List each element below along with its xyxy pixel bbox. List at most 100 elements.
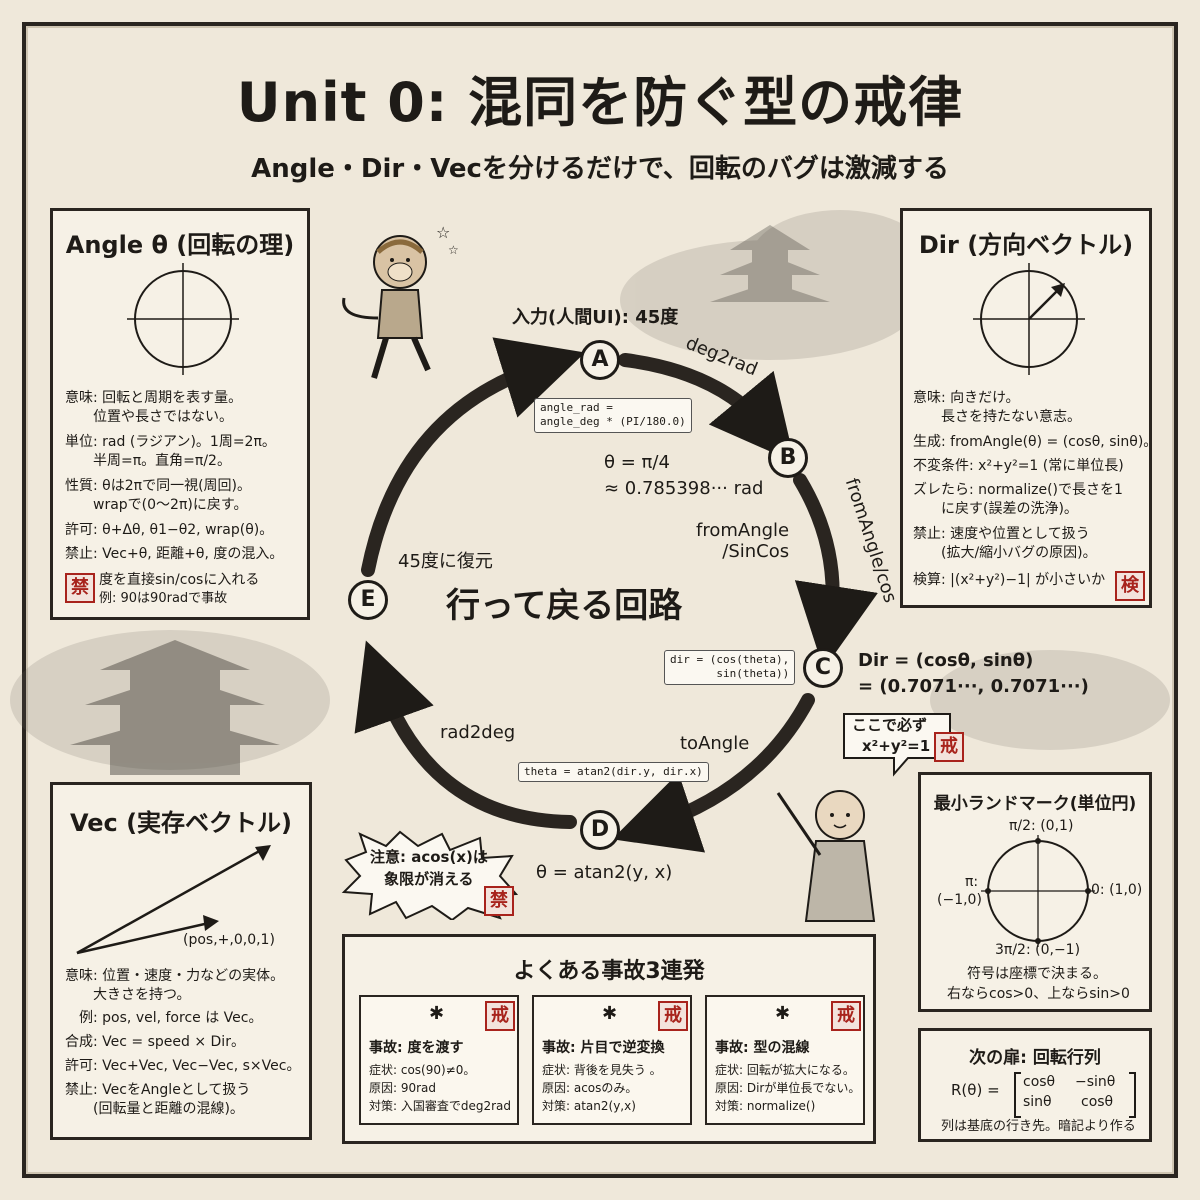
landmark-right: 0: (1,0) — [1091, 882, 1143, 898]
accident-name-1: 事故: 度を渡す — [369, 1040, 464, 1056]
matrix-lhs: R(θ) = — [951, 1081, 1000, 1099]
monk-seal: 戒 — [934, 732, 964, 762]
vec-line-5: 許可: Vec+Vec, Vec−Vec, s×Vec。 — [65, 1058, 301, 1074]
bug-icon: ✱ — [429, 1003, 445, 1024]
accident-symptom-2: 症状: 背後を見失う 。 — [542, 1063, 662, 1077]
accident-symptom-3: 症状: 回転が拡大になる。 — [715, 1063, 855, 1077]
bug-icon: ✱ — [775, 1003, 791, 1024]
accident-fix-3: 対策: normalize() — [715, 1099, 816, 1113]
cycle-center-label: 行って戻る回路 — [446, 586, 683, 626]
node-a: A — [580, 340, 620, 380]
cycle-input-label: 入力(人間UI): 45度 — [512, 307, 679, 328]
monk-character-icon — [776, 790, 876, 922]
page-frame — [22, 22, 1178, 1178]
code-a: angle_rad = angle_deg * (PI/180.0) — [534, 398, 692, 433]
landmark-note-1: 符号は座標で決まる。 — [967, 966, 1107, 982]
node-c: C — [803, 648, 843, 688]
bug-icon: ✱ — [602, 1003, 618, 1024]
arrow-a-to-b — [618, 353, 795, 463]
matrix-m21: sinθ — [1023, 1094, 1052, 1110]
dir-panel: Dir (方向ベクトル) 意味: 向きだけ。 長さを持たない意志。 生成: fr… — [900, 208, 1157, 608]
e-value: 45度に復元 — [398, 551, 493, 572]
monk-speech-bubble — [843, 713, 951, 777]
dir-line-4: 不変条件: x²+y²=1 (常に単位長) — [913, 458, 1124, 474]
monkey-character-icon: ☆ ☆ — [342, 223, 459, 379]
accident-card-2: ✱ 戒 事故: 片目で逆変換 症状: 背後を見失う 。 原因: acosのみ。 … — [532, 995, 692, 1125]
accident-card-1: ✱ 戒 事故: 度を渡す 症状: cos(90)≠0。 原因: 90rad 対策… — [359, 995, 519, 1125]
dir-line-9: 検算: |(x²+y²)−1| が小さいか — [913, 572, 1106, 588]
code-d: theta = atan2(dir.y, dir.x) — [518, 762, 709, 783]
angle-line-8: 禁止: Vec+θ, 距離+θ, 度の混入。 — [65, 546, 284, 562]
dir-circle-arrow-icon — [973, 263, 1085, 375]
vec-line-6: 禁止: VecをAngleとして扱う — [65, 1082, 251, 1098]
accident-symptom-1: 症状: cos(90)≠0。 — [369, 1063, 476, 1077]
d-value: θ = atan2(y, x) — [536, 862, 673, 883]
accident-cause-2: 原因: acosのみ。 — [542, 1081, 638, 1095]
vec-panel-title: Vec (実存ベクトル) — [69, 809, 293, 837]
angle-forbid-seal: 禁 — [65, 573, 95, 603]
landmark-note-2: 右ならcos>0、上ならsin>0 — [947, 986, 1130, 1002]
svg-text:☆: ☆ — [436, 223, 450, 242]
accident-fix-1: 対策: 入国審査でdeg2rad — [369, 1099, 512, 1113]
dir-line-5: ズレたら: normalize()で長さを1 — [913, 482, 1123, 498]
node-b: B — [768, 438, 808, 478]
accident-name-3: 事故: 型の混線 — [715, 1040, 810, 1056]
landmark-left-2: (−1,0) — [937, 892, 982, 908]
next-panel: 次の扉: 回転行列 R(θ) = cosθ −sinθ sinθ cosθ 列は… — [918, 1028, 1152, 1142]
warning-line-2: 象限が消える — [384, 870, 474, 888]
landmark-title: 最小ランドマーク(単位円) — [933, 794, 1137, 814]
accident-cause-3: 原因: Dirが単位長でない。 — [715, 1081, 861, 1095]
next-note: 列は基底の行き先。暗記より作る — [941, 1119, 1136, 1134]
dir-line-8: (拡大/縮小バグの原因)。 — [913, 545, 1097, 561]
accident-fix-2: 対策: atan2(y,x) — [542, 1099, 636, 1113]
vec-line-4: 合成: Vec = speed × Dir。 — [65, 1034, 245, 1050]
accident-cause-1: 原因: 90rad — [369, 1081, 437, 1095]
next-title: 次の扉: 回転行列 — [969, 1048, 1101, 1068]
warning-forbid-seal: 禁 — [484, 886, 514, 916]
vec-panel: Vec (実存ベクトル) (pos,+,0,0,1) 意味: 位置・速度・力など… — [50, 782, 312, 1140]
angle-panel-title: Angle θ (回転の理) — [65, 231, 295, 259]
monk-speech-line-2: x²+y²=1 — [862, 737, 931, 755]
pagoda-left — [70, 640, 280, 775]
dir-check-seal: 検 — [1115, 571, 1145, 601]
angle-panel: Angle θ (回転の理) 意味: 回転と周期を表す量。 位置や長さではない。… — [50, 208, 310, 620]
svg-text:☆: ☆ — [448, 243, 459, 257]
arrow-d-to-e — [354, 640, 577, 829]
page-subtitle: Angle・Dir・Vecを分けるだけで、回転のバグは激減する — [251, 154, 949, 184]
b-value-2: ≈ 0.785398··· rad — [604, 478, 764, 499]
dir-line-7: 禁止: 速度や位置として扱う — [913, 526, 1090, 542]
vec-line-2: 大きさを持つ。 — [65, 987, 191, 1003]
warning-burst-icon — [341, 830, 519, 920]
angle-line-1: 意味: 回転と周期を表す量。 — [65, 390, 243, 406]
code-c: dir = (cos(theta), sin(theta)) — [664, 650, 796, 685]
landmark-left-1: π: — [965, 874, 979, 890]
vec-figure-label: (pos,+,0,0,1) — [183, 932, 275, 948]
dir-line-3: 生成: fromAngle(θ) = (cosθ, sinθ)。 — [913, 434, 1158, 450]
dir-panel-title: Dir (方向ベクトル) — [918, 231, 1134, 259]
b-value-1: θ = π/4 — [604, 452, 670, 473]
node-d: D — [580, 810, 620, 850]
pagoda-right — [710, 225, 830, 302]
accident-seal-3: 戒 — [831, 1001, 861, 1031]
angle-line-3: 単位: rad (ラジアン)。1周=2π。 — [65, 434, 276, 450]
vec-line-7: (回転量と距離の混線)。 — [65, 1101, 244, 1117]
accident-card-3: ✱ 戒 事故: 型の混線 症状: 回転が拡大になる。 原因: Dirが単位長でな… — [705, 995, 865, 1125]
matrix-m12: −sinθ — [1075, 1074, 1116, 1090]
angle-line-2: 位置や長さではない。 — [65, 409, 233, 425]
node-e: E — [348, 580, 388, 620]
accident-name-2: 事故: 片目で逆変換 — [542, 1040, 665, 1056]
matrix-m22: cosθ — [1081, 1094, 1114, 1110]
matrix-m11: cosθ — [1023, 1074, 1056, 1090]
landmark-panel: 最小ランドマーク(単位円) π/2: (0,1) 0: (1,0) π: (−1… — [918, 772, 1152, 1012]
accident-seal-1: 戒 — [485, 1001, 515, 1031]
page-title: Unit 0: 混同を防ぐ型の戒律 — [236, 71, 964, 134]
accident-seal-2: 戒 — [658, 1001, 688, 1031]
accidents-panel: よくある事故3連発 ✱ 戒 事故: 度を渡す 症状: cos(90)≠0。 原因… — [342, 934, 876, 1144]
dir-line-1: 意味: 向きだけ。 — [913, 390, 1020, 406]
accidents-title: よくある事故3連発 — [513, 959, 705, 984]
c-value-2: = (0.7071···, 0.7071···) — [858, 676, 1089, 697]
monk-speech-line-1: ここで必ず — [852, 716, 928, 734]
angle-warning-example: 例: 90は90radで事故 — [99, 591, 228, 606]
angle-warning: 度を直接sin/cosに入れる — [99, 572, 260, 588]
